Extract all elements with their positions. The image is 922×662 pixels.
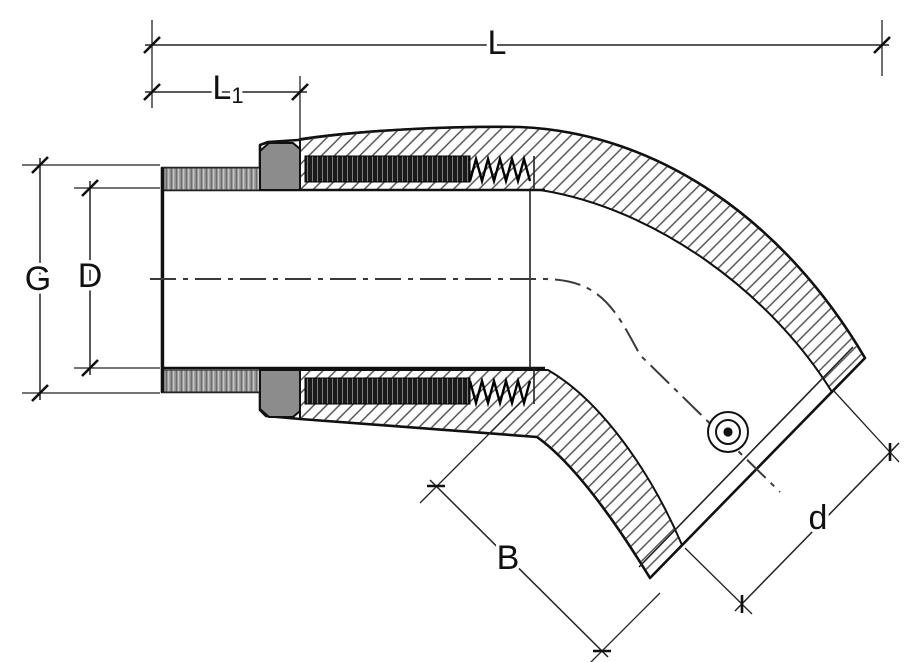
fitting-body [150, 125, 867, 580]
dimension-label-L: L [488, 24, 507, 62]
thread-section-bottom [162, 369, 261, 393]
dimension-L1: L1 [143, 65, 309, 140]
thread-section-top [162, 167, 261, 191]
dimension-B: B [419, 399, 661, 662]
dimension-label-d: d [809, 499, 828, 537]
upper-wall-section-hatch [299, 125, 867, 394]
dimension-label-L1: L1 [212, 69, 243, 108]
collar-section-bottom [259, 369, 301, 418]
collar-section-top [259, 142, 301, 191]
dimension-label-B: B [497, 539, 520, 577]
coil-zigzag-bottom [468, 376, 532, 408]
dimension-label-G: G [25, 260, 51, 298]
coil-zigzag-top [468, 154, 532, 186]
heating-coil-top [304, 155, 471, 183]
lower-wall-section-hatch [299, 369, 684, 580]
dimension-G: G [21, 156, 160, 402]
heating-coil-bottom [304, 377, 471, 405]
dimension-d: d [684, 389, 900, 615]
dimension-label-D: D [78, 257, 103, 295]
centerline [150, 278, 781, 493]
dimension-D: D [74, 179, 160, 377]
outlet-face-inner-line [638, 346, 854, 568]
terminal-pin-detail [707, 411, 749, 453]
dimension-L: L [143, 20, 891, 108]
